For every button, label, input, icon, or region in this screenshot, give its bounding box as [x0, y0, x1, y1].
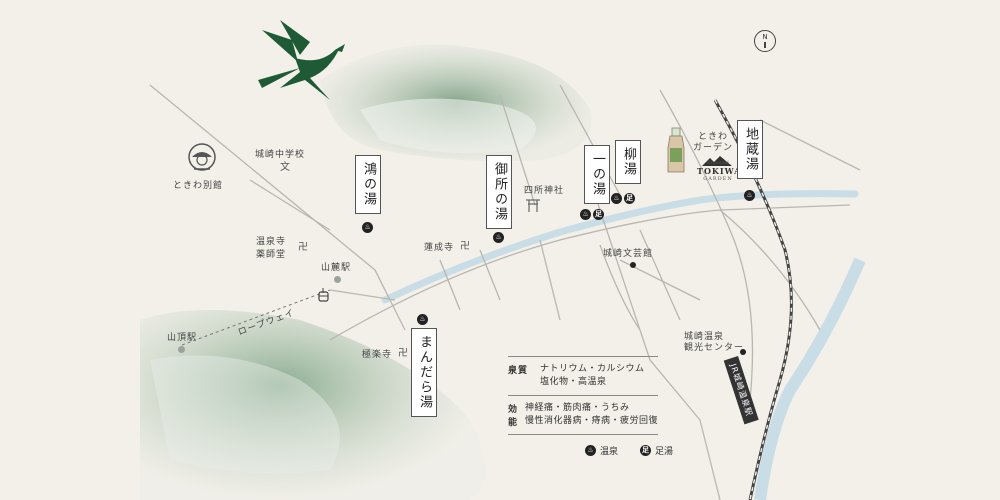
legend-footbath: 足湯 — [655, 447, 674, 457]
onsen-ichinoyu[interactable]: 一の湯 — [584, 145, 610, 204]
map-legend: ♨ 温泉 足 足湯 — [585, 444, 673, 457]
ropeway-line — [181, 289, 331, 346]
onsen-icon: ♨ — [744, 190, 755, 201]
bottle-icon — [667, 127, 685, 173]
label-kanko: 城崎温泉 観光センター — [684, 332, 745, 353]
otani-river — [381, 190, 859, 304]
onsen-yanaginoyu[interactable]: 柳湯 — [615, 140, 641, 184]
effect-row: 効能 神経痛・筋肉痛・うちみ 慢性消化器病・痔病・疲労回復 — [508, 395, 658, 435]
onsen-icon: ♨ — [362, 222, 373, 233]
onsen-goshonoyu[interactable]: 御所の湯 — [486, 155, 512, 229]
onsen-icon: ♨ — [611, 193, 622, 204]
crane-icon — [258, 20, 345, 100]
quality-row: 泉質 ナトリウム・カルシウム 塩化物・高温泉 — [508, 356, 658, 395]
mountain-south — [140, 310, 485, 500]
tokiwa-garden-logo: Kinosaki TOKIWA GARDEN — [697, 160, 742, 182]
school-icon: 文 — [280, 162, 290, 173]
ryokan-icon — [188, 143, 216, 171]
effect-label: 効能 — [508, 405, 519, 428]
onsen-icon: ♨ — [585, 445, 596, 456]
onsen-jizouyu[interactable]: 地蔵湯 — [737, 120, 763, 179]
label-onsenji: 温泉寺 — [256, 237, 287, 247]
onsen-icon: ♨ — [580, 209, 591, 220]
compass-icon: N — [754, 30, 776, 52]
torii-icon — [526, 199, 540, 212]
brand-small: Kinosaki — [707, 160, 729, 166]
label-renjoji: 蓮成寺 — [424, 243, 455, 253]
footbath-icon: 足 — [624, 193, 635, 204]
sancho-station-dot — [178, 346, 185, 353]
garden-mountain-logo — [702, 156, 732, 166]
quality-value: ナトリウム・カルシウム 塩化物・高温泉 — [540, 364, 645, 387]
label-school: 城崎中学校 — [255, 150, 306, 160]
temple-icon: 卍 — [398, 348, 408, 359]
onsen-icon: ♨ — [493, 232, 504, 243]
label-bungeikan: 城崎文芸館 — [603, 249, 654, 259]
road-network — [149, 84, 861, 500]
bungeikan-dot — [630, 262, 636, 268]
mountain-south-fog — [150, 355, 340, 474]
ropeway-icon — [318, 288, 329, 302]
quality-label: 泉質 — [508, 366, 529, 376]
spring-info-table: 泉質 ナトリウム・カルシウム 塩化物・高温泉 効能 神経痛・筋肉痛・うちみ 慢性… — [508, 356, 658, 435]
mountain-north-fog — [360, 98, 536, 154]
label-gokurakuji: 極楽寺 — [362, 350, 393, 360]
brand-big: TOKIWA — [697, 166, 742, 176]
onsen-mandarayu[interactable]: まんだら湯 — [411, 328, 437, 417]
label-sanroku: 山麓駅 — [321, 263, 352, 273]
label-ryokan: ときわ別館 — [173, 181, 224, 191]
label-sancho: 山頂駅 — [167, 333, 198, 343]
temple-icon: 卍 — [460, 241, 470, 252]
maruyama-river — [754, 257, 866, 500]
onsen-kounoyu[interactable]: 鴻の湯 — [355, 155, 381, 214]
footbath-icon: 足 — [593, 209, 604, 220]
label-garden: ときわ ガーデン — [693, 132, 734, 153]
onsen-icon: ♨ — [417, 314, 428, 325]
sanroku-station-dot — [334, 276, 341, 283]
effect-value: 神経痛・筋肉痛・うちみ 慢性消化器病・痔病・疲労回復 — [524, 403, 658, 426]
brand-sub: GARDEN — [703, 176, 733, 182]
label-yotsusho: 四所神社 — [524, 186, 565, 196]
kanko-dot — [740, 349, 746, 355]
legend-onsen: 温泉 — [600, 447, 619, 457]
footbath-icon: 足 — [640, 445, 652, 456]
label-yakushido: 薬師堂 — [256, 250, 287, 260]
north-label: N — [762, 33, 768, 41]
temple-icon: 卍 — [298, 242, 308, 253]
